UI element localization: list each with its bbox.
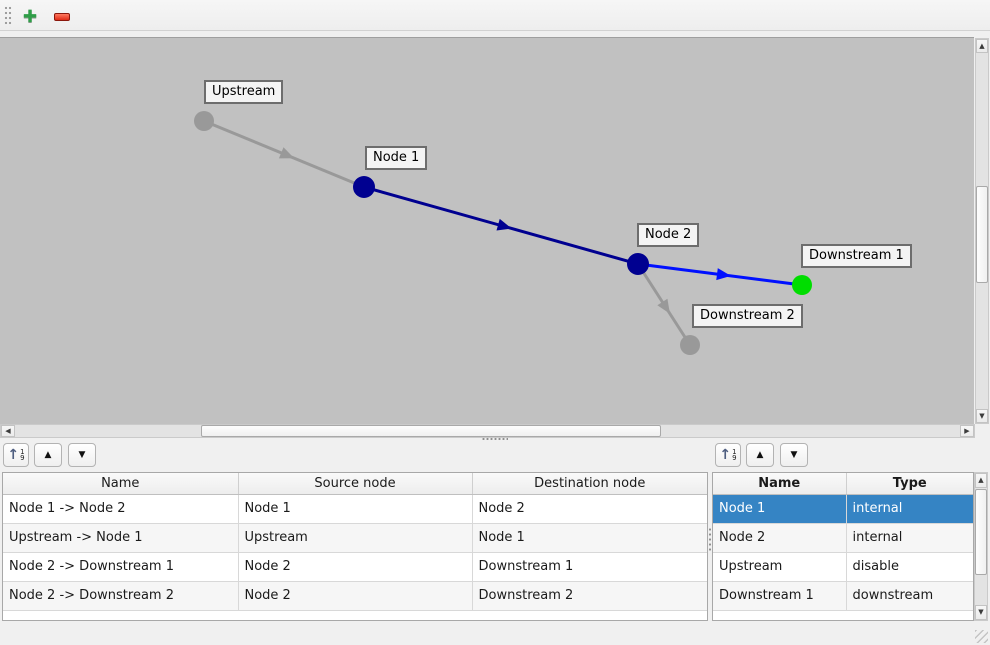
- cell-source[interactable]: Upstream: [238, 523, 473, 553]
- node-label-node1[interactable]: Node 1: [365, 146, 428, 170]
- toolbar-drag-handle[interactable]: [4, 6, 12, 27]
- graph-canvas[interactable]: Upstream Node 1 Node 2 Downstream 1 Down…: [0, 37, 974, 424]
- cell-destination[interactable]: Node 1: [472, 523, 707, 553]
- cell-type[interactable]: disable: [846, 552, 973, 582]
- table-pane-splitter[interactable]: [708, 528, 712, 552]
- scroll-up-icon[interactable]: ▲: [975, 473, 987, 488]
- table-header-row: Name Type: [713, 473, 973, 495]
- cell-name[interactable]: Node 2 -> Downstream 1: [3, 552, 239, 582]
- node-label-downstream2[interactable]: Downstream 2: [692, 304, 803, 328]
- node-label-upstream[interactable]: Upstream: [204, 80, 284, 104]
- cell-destination[interactable]: Downstream 2: [472, 581, 707, 611]
- table-row[interactable]: Node 1 -> Node 2 Node 1 Node 2: [3, 494, 707, 524]
- cell-destination[interactable]: Node 2: [472, 494, 707, 524]
- cell-destination[interactable]: Downstream 1: [472, 552, 707, 582]
- edge-arrow-icon: [496, 218, 512, 231]
- scroll-down-icon[interactable]: ▼: [975, 605, 987, 620]
- node-node1[interactable]: [353, 176, 375, 198]
- cell-name[interactable]: Node 1 -> Node 2: [3, 494, 239, 524]
- canvas-vscrollbar[interactable]: ▲ ▼: [975, 38, 989, 424]
- canvas-hscrollbar[interactable]: ◀ ▶: [0, 424, 975, 438]
- edge-arrow-icon: [716, 268, 731, 281]
- column-header-destination[interactable]: Destination node: [472, 473, 707, 495]
- nodes-move-down-button[interactable]: ▼: [780, 443, 808, 467]
- cell-name[interactable]: Downstream 1: [713, 581, 847, 611]
- scroll-left-icon[interactable]: ◀: [1, 425, 15, 437]
- column-header-name[interactable]: Name: [3, 473, 239, 495]
- graph-svg: [194, 111, 812, 355]
- node-upstream[interactable]: [194, 111, 214, 131]
- nodes-move-up-button[interactable]: ▲: [746, 443, 774, 467]
- table-row[interactable]: Node 2 -> Downstream 1 Node 2 Downstream…: [3, 552, 707, 582]
- node-label-node2[interactable]: Node 2: [637, 223, 700, 247]
- edges-sort-button[interactable]: ↑ 1 9: [3, 443, 29, 467]
- edge-arrow-icon: [657, 298, 670, 314]
- remove-node-button[interactable]: [51, 6, 73, 28]
- node-label-downstream1[interactable]: Downstream 1: [801, 244, 912, 268]
- cell-name[interactable]: Node 2 -> Downstream 2: [3, 581, 239, 611]
- cell-name[interactable]: Node 2: [713, 523, 847, 553]
- column-header-source[interactable]: Source node: [238, 473, 473, 495]
- cell-source[interactable]: Node 1: [238, 494, 473, 524]
- cell-name[interactable]: Upstream: [713, 552, 847, 582]
- edges-move-down-button[interactable]: ▼: [68, 443, 96, 467]
- scroll-right-icon[interactable]: ▶: [960, 425, 974, 437]
- nodes-table: Name Type Node 1 internal Node 2 interna…: [712, 472, 974, 621]
- node-downstream2[interactable]: [680, 335, 700, 355]
- cell-name[interactable]: Upstream -> Node 1: [3, 523, 239, 553]
- edge-arrow-icon: [278, 147, 295, 159]
- table-row[interactable]: Node 2 internal: [713, 523, 973, 553]
- up-triangle-icon: ▲: [756, 449, 764, 460]
- table-header-row: Name Source node Destination node: [3, 473, 707, 495]
- column-header-type[interactable]: Type: [846, 473, 973, 495]
- hscrollbar-thumb[interactable]: [201, 425, 661, 437]
- table-row[interactable]: Downstream 1 downstream: [713, 581, 973, 611]
- minus-icon: [54, 13, 70, 21]
- cell-name[interactable]: Node 1: [713, 494, 847, 524]
- scroll-down-icon[interactable]: ▼: [976, 409, 988, 423]
- sort-ascending-icon: ↑ 1 9: [7, 447, 25, 463]
- nodes-table-vscrollbar[interactable]: ▲ ▼: [974, 472, 988, 621]
- node-node2[interactable]: [627, 253, 649, 275]
- table-row-selected[interactable]: Node 1 internal: [713, 494, 973, 524]
- scroll-up-icon[interactable]: ▲: [976, 39, 988, 53]
- down-triangle-icon: ▼: [78, 449, 86, 460]
- vscrollbar-thumb[interactable]: [976, 186, 988, 283]
- table-scrollbar-thumb[interactable]: [975, 489, 987, 575]
- edges-table: Name Source node Destination node Node 1…: [2, 472, 708, 621]
- node-downstream1[interactable]: [792, 275, 812, 295]
- main-toolbar: ✚: [0, 0, 990, 31]
- horizontal-pane-splitter[interactable]: [482, 437, 508, 442]
- edges-move-up-button[interactable]: ▲: [34, 443, 62, 467]
- cell-source[interactable]: Node 2: [238, 581, 473, 611]
- sort-ascending-icon: ↑ 1 9: [719, 447, 737, 463]
- cell-source[interactable]: Node 2: [238, 552, 473, 582]
- down-triangle-icon: ▼: [790, 449, 798, 460]
- column-header-name[interactable]: Name: [713, 473, 847, 495]
- cell-type[interactable]: internal: [846, 523, 973, 553]
- up-triangle-icon: ▲: [44, 449, 52, 460]
- add-node-button[interactable]: ✚: [19, 6, 41, 28]
- cell-type[interactable]: downstream: [846, 581, 973, 611]
- nodes-sort-button[interactable]: ↑ 1 9: [715, 443, 741, 467]
- table-row[interactable]: Upstream -> Node 1 Upstream Node 1: [3, 523, 707, 553]
- plus-icon: ✚: [22, 6, 38, 27]
- table-row[interactable]: Upstream disable: [713, 552, 973, 582]
- window-resize-grip[interactable]: [975, 630, 988, 643]
- cell-type[interactable]: internal: [846, 494, 973, 524]
- table-row[interactable]: Node 2 -> Downstream 2 Node 2 Downstream…: [3, 581, 707, 611]
